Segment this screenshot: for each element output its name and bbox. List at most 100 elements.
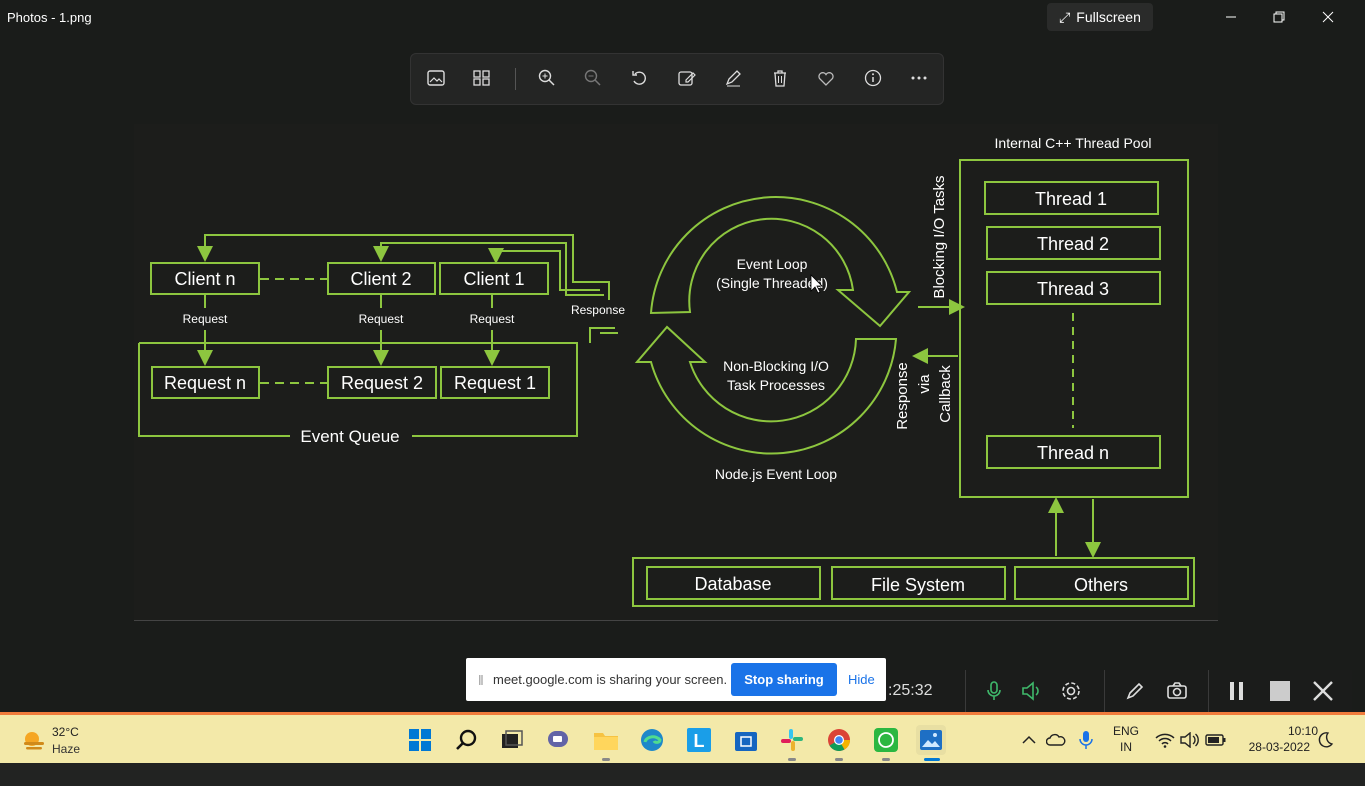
pen-icon[interactable]: [1122, 679, 1148, 703]
others-label: Others: [1074, 575, 1128, 595]
hide-button[interactable]: Hide: [848, 672, 875, 687]
focus-moon-icon[interactable]: [1312, 725, 1338, 755]
speaker-icon[interactable]: [1019, 679, 1045, 703]
close-icon[interactable]: [1316, 6, 1340, 28]
database-label: Database: [694, 574, 771, 594]
running-indicator: [602, 758, 610, 761]
language-indicator[interactable]: ENG: [1112, 724, 1139, 738]
fullscreen-button[interactable]: ⤢ Fullscreen: [1047, 3, 1153, 31]
task-view-icon[interactable]: [497, 725, 527, 755]
resources-box: [632, 557, 1195, 607]
minimize-icon[interactable]: [1219, 6, 1243, 28]
chevron-up-icon[interactable]: [1016, 725, 1042, 755]
photos-app-icon[interactable]: [916, 725, 946, 755]
toolbar-divider: [515, 68, 516, 90]
edit-image-icon[interactable]: [676, 67, 698, 89]
title-bar: Photos - 1.png ⤢ Fullscreen: [0, 0, 1365, 36]
stop-sharing-button[interactable]: Stop sharing: [731, 663, 837, 696]
request-n-label: Request n: [164, 373, 246, 393]
request-n-box: [151, 366, 260, 399]
wifi-icon[interactable]: [1152, 725, 1178, 755]
battery-icon[interactable]: [1203, 725, 1229, 755]
image-icon[interactable]: [425, 67, 447, 89]
client-n-box: [150, 262, 260, 295]
search-icon[interactable]: [451, 725, 481, 755]
client-1-label: Client 1: [463, 269, 524, 289]
microphone-tray-icon[interactable]: [1073, 725, 1099, 755]
app-l-icon[interactable]: L: [684, 725, 714, 755]
share-status-text: meet.google.com is sharing your screen.: [493, 672, 728, 687]
camera-icon[interactable]: [1164, 679, 1190, 703]
recorder-divider: [1208, 670, 1209, 712]
database-box: [646, 566, 821, 600]
windows-start-icon[interactable]: [405, 725, 435, 755]
drag-handle-icon[interactable]: ‖: [478, 672, 484, 688]
microphone-icon[interactable]: [981, 679, 1007, 703]
request-2-box: [327, 366, 437, 399]
edge-browser-icon[interactable]: [637, 725, 667, 755]
weather-description: Haze: [52, 742, 81, 756]
request-label-2: Request: [359, 312, 404, 326]
photo-toolbar: [410, 53, 944, 105]
whatsapp-icon[interactable]: [871, 725, 901, 755]
expand-icon: ⤢: [1059, 8, 1071, 25]
volume-icon[interactable]: [1177, 725, 1203, 755]
file-system-box: [831, 566, 1006, 600]
recorder-divider: [965, 670, 966, 712]
thread-2-label: Thread 2: [1037, 234, 1109, 254]
nodejs-event-loop-diagram: Client n Client 2 Client 1 Request Reque…: [138, 135, 1195, 607]
collections-icon[interactable]: [471, 67, 493, 89]
response-stub: [589, 327, 618, 343]
bottom-strip: [0, 763, 1365, 786]
file-system-label: File System: [871, 575, 965, 595]
delete-icon[interactable]: [769, 67, 791, 89]
slack-icon[interactable]: [777, 725, 807, 755]
onedrive-cloud-icon[interactable]: [1043, 725, 1069, 755]
photo-canvas: [134, 124, 1218, 620]
restore-icon[interactable]: [1267, 6, 1291, 28]
thread-1-box: [984, 181, 1159, 215]
pause-icon[interactable]: [1224, 679, 1250, 703]
teams-chat-icon[interactable]: [544, 725, 574, 755]
draw-icon[interactable]: [722, 67, 744, 89]
info-icon[interactable]: [862, 67, 884, 89]
blocking-tasks-label: Blocking I/O Tasks: [931, 175, 948, 298]
weather-temperature: 32°C: [52, 725, 79, 739]
nodejs-event-loop-label: Node.js Event Loop: [715, 466, 837, 482]
file-explorer-icon[interactable]: [591, 725, 621, 755]
thread-pool-label: Internal C++ Thread Pool: [995, 135, 1152, 151]
event-loop-label: Event Loop: [737, 256, 808, 272]
zoom-out-icon[interactable]: [582, 67, 604, 89]
client-n-label: Client n: [174, 269, 235, 289]
response-line-client-2: [373, 242, 604, 296]
response-line-client-n: [197, 234, 610, 300]
rotate-icon[interactable]: [629, 67, 651, 89]
response-line-client-1: [488, 248, 600, 291]
clock-date: 28-03-2022: [1248, 740, 1310, 754]
clock-time[interactable]: 10:10: [1287, 724, 1318, 738]
microsoft-store-icon[interactable]: [731, 725, 761, 755]
mouse-cursor-icon: [810, 274, 823, 294]
thread-n-box: [986, 435, 1161, 469]
slide-bottom-line: [134, 620, 1218, 621]
more-icon[interactable]: [908, 67, 930, 89]
weather-haze-icon[interactable]: [18, 725, 48, 755]
request-label-1: Request: [470, 312, 515, 326]
chrome-icon[interactable]: [824, 725, 854, 755]
request-2-label: Request 2: [341, 373, 423, 393]
thread-3-label: Thread 3: [1037, 279, 1109, 299]
running-indicator: [788, 758, 796, 761]
settings-gear-icon[interactable]: [1058, 679, 1084, 703]
region-indicator: IN: [1120, 740, 1132, 754]
zoom-in-icon[interactable]: [536, 67, 558, 89]
thread-2-box: [986, 226, 1161, 260]
thread-n-label: Thread n: [1037, 443, 1109, 463]
close-recorder-icon[interactable]: [1310, 679, 1336, 703]
response-via-label: Response: [894, 362, 911, 430]
single-threaded-label: (Single Threaded): [716, 275, 828, 291]
favorite-icon[interactable]: [815, 67, 837, 89]
svg-text:L: L: [694, 731, 705, 751]
stop-icon[interactable]: [1267, 679, 1293, 703]
non-blocking-label: Non-Blocking I/O: [723, 358, 829, 374]
event-loop-lower-arrow: [634, 325, 898, 455]
